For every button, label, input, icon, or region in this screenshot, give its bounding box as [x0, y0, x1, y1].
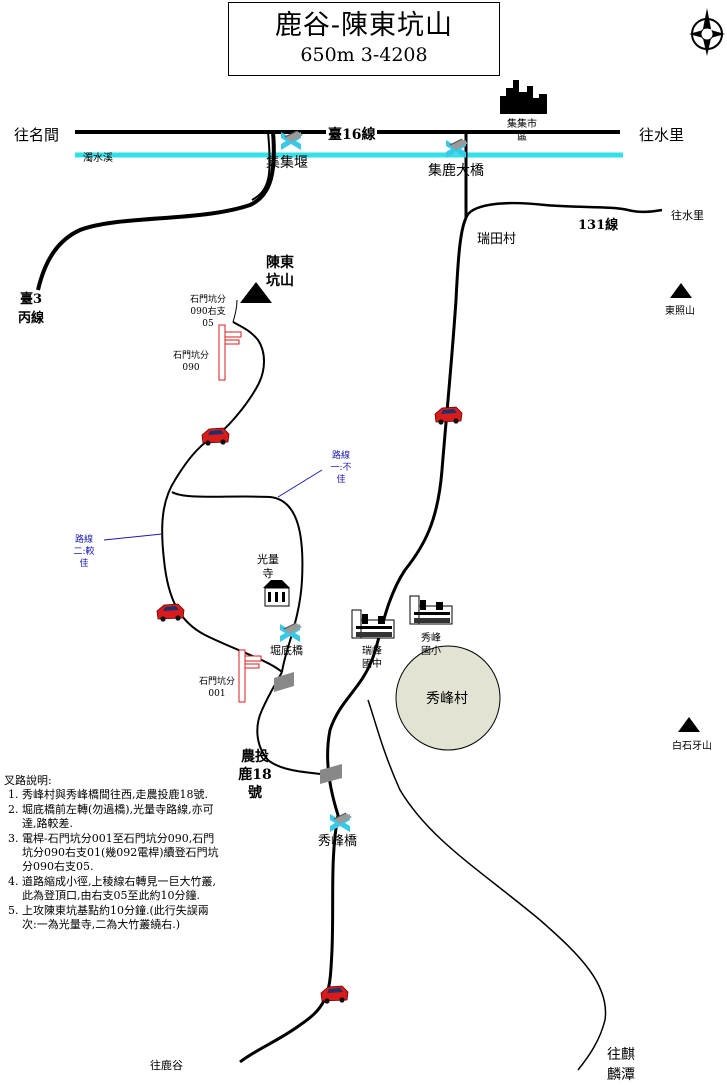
- to-mingjian-label: 往名間: [14, 126, 60, 144]
- map-title: 鹿谷-陳東坑山: [274, 10, 454, 41]
- to-shuili-right-label: 往水里: [671, 209, 704, 222]
- road-n18-label: 農投鹿18號: [238, 749, 272, 801]
- city-skyline-icon: [500, 80, 547, 114]
- note-item: 秀峰村與秀峰橋間往西,走農投鹿18號.: [22, 788, 219, 802]
- road-n18: [256, 671, 331, 776]
- title-box: 鹿谷-陳東坑山 650m 3-4208: [228, 2, 500, 76]
- qilintan-road: [367, 699, 607, 1071]
- marker-090-label: 石門坑分090: [172, 351, 209, 373]
- to-lugu-label: 往鹿谷: [150, 1059, 183, 1072]
- route-131-label: 131線: [578, 218, 619, 233]
- marker-090-05-label: 石門坑分090右支05: [189, 295, 226, 329]
- temple-icon: [263, 580, 290, 607]
- car-icon: [201, 427, 230, 447]
- route2-leader: [103, 533, 163, 541]
- note-item: 上攻陳東坑基點約10分鐘.(此行失誤兩次:一為光量寺,二為大竹叢繞右.): [22, 904, 219, 933]
- route2-label: 路線二:較佳: [73, 535, 95, 569]
- ruifeng-jh-label: 瑞峰國中: [362, 646, 382, 670]
- mountain-icon: [670, 283, 692, 298]
- kudi-bridge-label: 堀底橋: [270, 644, 303, 657]
- route1-leader: [277, 469, 323, 498]
- route1-label: 路線一:不佳: [330, 451, 352, 485]
- jilu-bridge-label: 集鹿大橋: [428, 163, 484, 179]
- school-icon: [409, 595, 453, 625]
- car-icon: [434, 406, 463, 426]
- jiji-weir-label: 集集堰: [266, 155, 308, 171]
- map-subtitle: 650m 3-4208: [300, 44, 428, 66]
- jiji-town-label: 集集市區: [507, 119, 537, 143]
- north-arrow-icon: [689, 8, 725, 56]
- route-3bing-road: [36, 131, 276, 291]
- trail-road: [217, 321, 265, 436]
- peak-icon: [240, 282, 272, 303]
- route-3bing-label: 臺3丙線: [17, 292, 44, 326]
- xiufeng-bridge-label: 秀峰橋: [318, 834, 358, 849]
- junction-marker-001: [274, 672, 294, 692]
- temple-label: 光量寺: [257, 553, 279, 580]
- note-item: 道路縮成小徑,上稜線右轉見一巨大竹叢,此為登頂口,由右支05至此約10分鐘.: [22, 875, 219, 904]
- weir-branch-road: [251, 131, 271, 201]
- xiufeng-es-label: 秀峰國小: [421, 633, 441, 657]
- car-icon: [320, 985, 349, 1005]
- main-road: [239, 217, 468, 1064]
- marker-001-label: 石門坑分001: [198, 677, 235, 699]
- notes-title: 叉路說明:: [4, 774, 52, 787]
- to-qilintan-label: 往麒麟潭: [607, 1047, 635, 1083]
- school-icon: [351, 609, 395, 639]
- car-icon: [156, 603, 185, 623]
- junction-marker-n18: [320, 764, 342, 784]
- north-label: N: [703, 27, 714, 40]
- xiufeng-village-area: [395, 645, 501, 751]
- trail-marker-090-icon: [218, 324, 242, 381]
- highway-label: 臺16線: [326, 124, 378, 144]
- baishiya-label: 白石牙山: [672, 741, 712, 752]
- trail-marker-001-icon: [238, 649, 262, 703]
- route-131-road: [464, 201, 663, 219]
- xiufeng-village-label: 秀峰村: [426, 691, 468, 707]
- note-item: 堀底橋前左轉(勿過橋),光量寺路線,亦可達,路較差.: [22, 803, 219, 832]
- zhuoshui-river-label: 濁水溪: [83, 153, 113, 164]
- peak-label: 陳東坑山: [266, 255, 294, 289]
- mountain-icon: [678, 717, 700, 732]
- notes-list: 秀峰村與秀峰橋間往西,走農投鹿18號. 堀底橋前左轉(勿過橋),光量寺路線,亦可…: [4, 788, 219, 932]
- junction-notes: 叉路說明: 秀峰村與秀峰橋間往西,走農投鹿18號. 堀底橋前左轉(勿過橋),光量…: [4, 774, 219, 932]
- dongzhao-label: 東照山: [665, 306, 695, 317]
- route-2-road: [161, 434, 283, 673]
- to-shuili-top-label: 往水里: [639, 126, 685, 144]
- note-item: 電桿-石門坑分001至石門坑分090,石門坑分090右支01(幾092電桿)續登…: [22, 832, 219, 875]
- trail-spur: [232, 299, 238, 323]
- ruitian-label: 瑞田村: [477, 232, 517, 247]
